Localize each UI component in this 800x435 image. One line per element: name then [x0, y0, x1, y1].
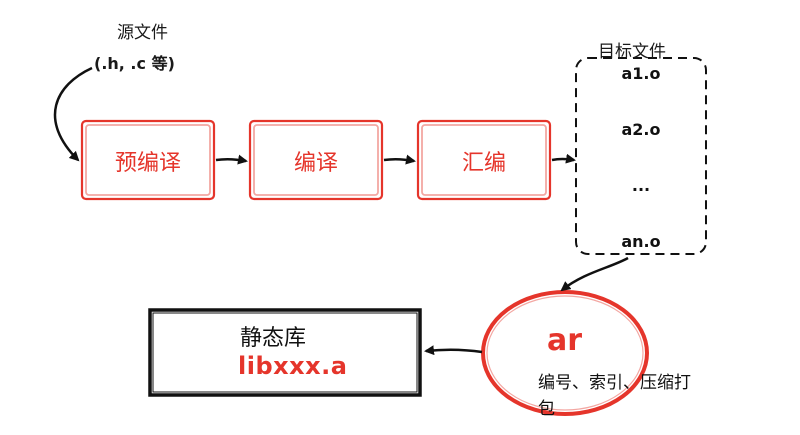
- stage-box-assemble: [416, 119, 552, 201]
- source-files-title: 源文件: [117, 23, 168, 43]
- ar-ellipse: [481, 290, 649, 416]
- object-file-item: a1.o: [621, 64, 661, 83]
- arrow-source-to-preprocess: [53, 66, 93, 162]
- ar-description: 编号、索引、压缩打包: [538, 373, 691, 419]
- stage-box-preprocess: [80, 119, 216, 201]
- static-library-filename: libxxx.a: [238, 352, 348, 380]
- object-file-ellipsis: ...: [631, 176, 651, 195]
- arrow-objects-to-ar: [560, 256, 629, 292]
- stage-box-compile: [248, 119, 384, 201]
- ar-tool-label: ar: [547, 323, 583, 358]
- arrow-ar-to-library: [424, 345, 483, 356]
- arrow-preprocess-to-compile: [215, 154, 248, 165]
- object-file-item: a2.o: [621, 120, 661, 139]
- stage-label-assemble: 汇编: [461, 151, 506, 176]
- stage-label-compile: 编译: [293, 151, 338, 176]
- arrow-assemble-to-objects: [551, 153, 576, 164]
- object-files-title: 目标文件: [598, 42, 666, 62]
- static-library-box: [148, 308, 422, 397]
- object-files-box: [575, 57, 707, 255]
- object-file-item: an.o: [621, 232, 661, 251]
- arrow-compile-to-assemble: [383, 154, 416, 165]
- source-files-extensions: (.h, .c 等): [94, 54, 175, 73]
- static-library-title: 静态库: [240, 326, 307, 351]
- stage-label-preprocess: 预编译: [114, 151, 181, 176]
